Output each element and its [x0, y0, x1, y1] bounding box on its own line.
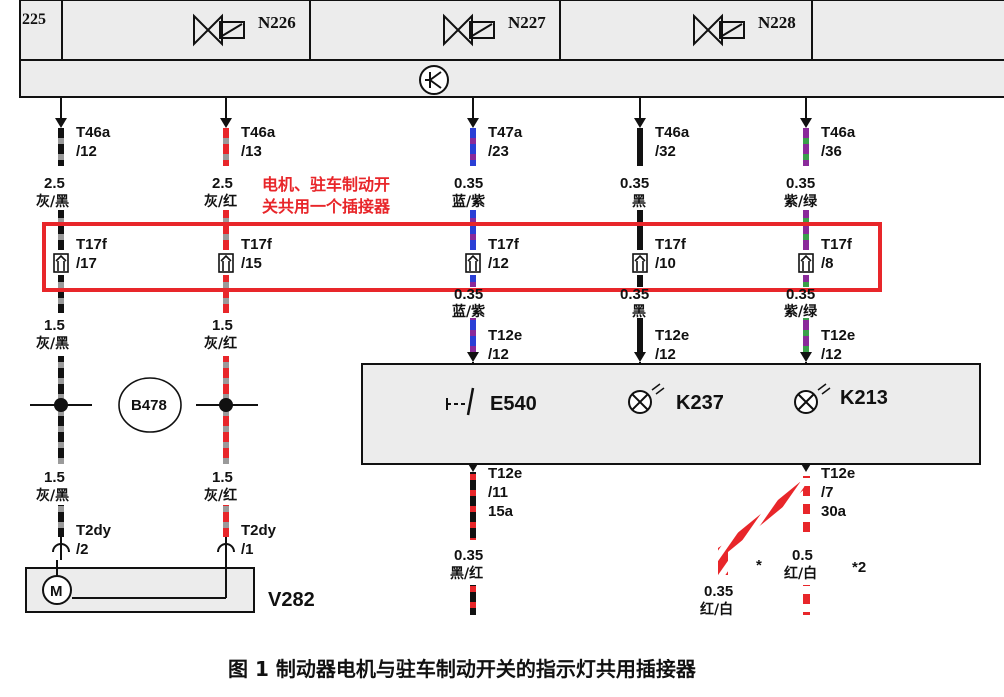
wire2-top-connector: T46a [241, 124, 276, 141]
wire5-bottom-extra: 30a [821, 503, 847, 520]
wire3-gauge-top: 0.35 [454, 175, 483, 192]
wire2-gauge-below: 1.5 [212, 317, 233, 334]
n226-label: N226 [258, 13, 296, 32]
annotation-line-1: 电机、驻车制动开 [262, 175, 390, 194]
wire3-mid-pin: /12 [488, 255, 509, 272]
wire5-top-connector: T46a [821, 124, 856, 141]
wire5-bottom-connector: T12e [821, 465, 855, 482]
wire4-mid-pin: /10 [655, 255, 676, 272]
wire4-lower-connector: T12e [655, 327, 689, 344]
wire1-color-top: 灰/黑 [36, 193, 69, 210]
wire3-bottom-connector: T12e [488, 465, 522, 482]
left-code-label: 225 [22, 11, 46, 28]
valve-icon [193, 13, 245, 47]
branch-wire [718, 482, 806, 575]
switch-e540-icon [446, 387, 475, 416]
wire5-mid-pin: /8 [821, 255, 834, 272]
wire5-gauge-below: 0.35 [786, 286, 815, 303]
n228-label: N228 [758, 13, 796, 32]
wire1-top-pin: /12 [76, 143, 97, 160]
branch-color: 红/白 [700, 601, 733, 618]
wire2-mid-pin: /15 [241, 255, 262, 272]
valve-icon [693, 13, 745, 47]
wire2-mid-connector: T17f [241, 236, 273, 253]
wire3-lower-connector: T12e [488, 327, 522, 344]
wire4-gauge-below: 0.35 [620, 286, 649, 303]
wire5-color-below: 紫/绿 [784, 303, 818, 320]
wire5-color-top: 紫/绿 [784, 193, 818, 210]
wire4-top-connector: T46a [655, 124, 690, 141]
lamp-k237-icon [628, 383, 665, 414]
switch-lamp-box [361, 363, 981, 465]
valve-icon [443, 13, 495, 47]
wire3-top-connector: T47a [488, 124, 523, 141]
wire5-color-bottom: 红/白 [784, 565, 817, 582]
wire5-gauge-top: 0.35 [786, 175, 815, 192]
wire2-color-lower: 灰/红 [204, 487, 237, 504]
wire1-mid-connector: T17f [76, 236, 108, 253]
control-unit-symbol-icon [419, 65, 449, 95]
wire1-end-pin: /2 [76, 541, 89, 558]
wire1-gauge-top: 2.5 [44, 175, 65, 192]
wire3-color-top: 蓝/紫 [452, 193, 485, 210]
motor-icon [42, 560, 72, 605]
wire4-gauge-top: 0.35 [620, 175, 649, 192]
wire5-lower-pin: /12 [821, 346, 842, 363]
wire-column-1 [30, 97, 92, 537]
component-k213-label: K213 [840, 387, 888, 409]
wire5-mid-connector: T17f [821, 236, 853, 253]
wire1-end-connector: T2dy [76, 522, 112, 539]
n227-label: N227 [508, 13, 546, 32]
wire4-lower-pin: /12 [655, 346, 676, 363]
connector-t17f-symbols [53, 253, 814, 273]
wire5-bottom-pin: /7 [821, 484, 834, 501]
motor-letter: M [50, 583, 63, 600]
branch-star-2: *2 [852, 559, 866, 576]
figure-caption: 图 1 制动器电机与驻车制动开关的指示灯共用插接器 [228, 657, 697, 681]
wire4-mid-connector: T17f [655, 236, 687, 253]
wire3-gauge-below: 0.35 [454, 286, 483, 303]
wire5-lower-connector: T12e [821, 327, 855, 344]
wire1-gauge-below: 1.5 [44, 317, 65, 334]
wire4-color-below: 黑 [632, 304, 646, 320]
component-e540-label: E540 [490, 393, 537, 415]
annotation-line-2: 关共用一个插接器 [262, 197, 391, 216]
wire-column-2 [196, 97, 258, 537]
component-k237-label: K237 [676, 392, 724, 414]
branch-gauge: 0.35 [704, 583, 733, 600]
wire2-top-pin: /13 [241, 143, 262, 160]
wire4-top-pin: /32 [655, 143, 676, 160]
wire3-lower-pin: /12 [488, 346, 509, 363]
wire2-gauge-top: 2.5 [212, 175, 233, 192]
wire2-end-connector: T2dy [241, 522, 277, 539]
wire1-mid-pin: /17 [76, 255, 97, 272]
lamp-k213-icon [794, 383, 831, 414]
wire1-top-connector: T46a [76, 124, 111, 141]
wire3-bottom-extra: 15a [488, 503, 514, 520]
wire2-end-pin: /1 [241, 541, 254, 558]
wire5-gauge-bottom: 0.5 [792, 547, 813, 564]
wire1-color-lower: 灰/黑 [36, 487, 69, 504]
wire2-color-top: 灰/红 [204, 193, 237, 210]
wire3-color-below: 蓝/紫 [452, 303, 485, 320]
wire1-color-below: 灰/黑 [36, 335, 69, 352]
branch-star-1: * [756, 557, 762, 574]
wire3-bottom-pin: /11 [488, 484, 508, 501]
wire3-color-bottom: 黑/红 [450, 565, 483, 582]
component-v282-label: V282 [268, 589, 315, 611]
shared-connector-highlight [42, 222, 882, 292]
wire2-color-below: 灰/红 [204, 335, 237, 352]
wire5-top-pin: /36 [821, 143, 842, 160]
wire3-top-pin: /23 [488, 143, 509, 160]
splice-b478-oval [118, 377, 182, 433]
wire3-mid-connector: T17f [488, 236, 520, 253]
wire3-gauge-bottom: 0.35 [454, 547, 483, 564]
wire2-gauge-lower: 1.5 [212, 469, 233, 486]
wire1-gauge-lower: 1.5 [44, 469, 65, 486]
control-unit-box [19, 0, 1004, 98]
splice-b478-label: B478 [131, 397, 167, 414]
wire4-color-top: 黑 [632, 194, 646, 210]
